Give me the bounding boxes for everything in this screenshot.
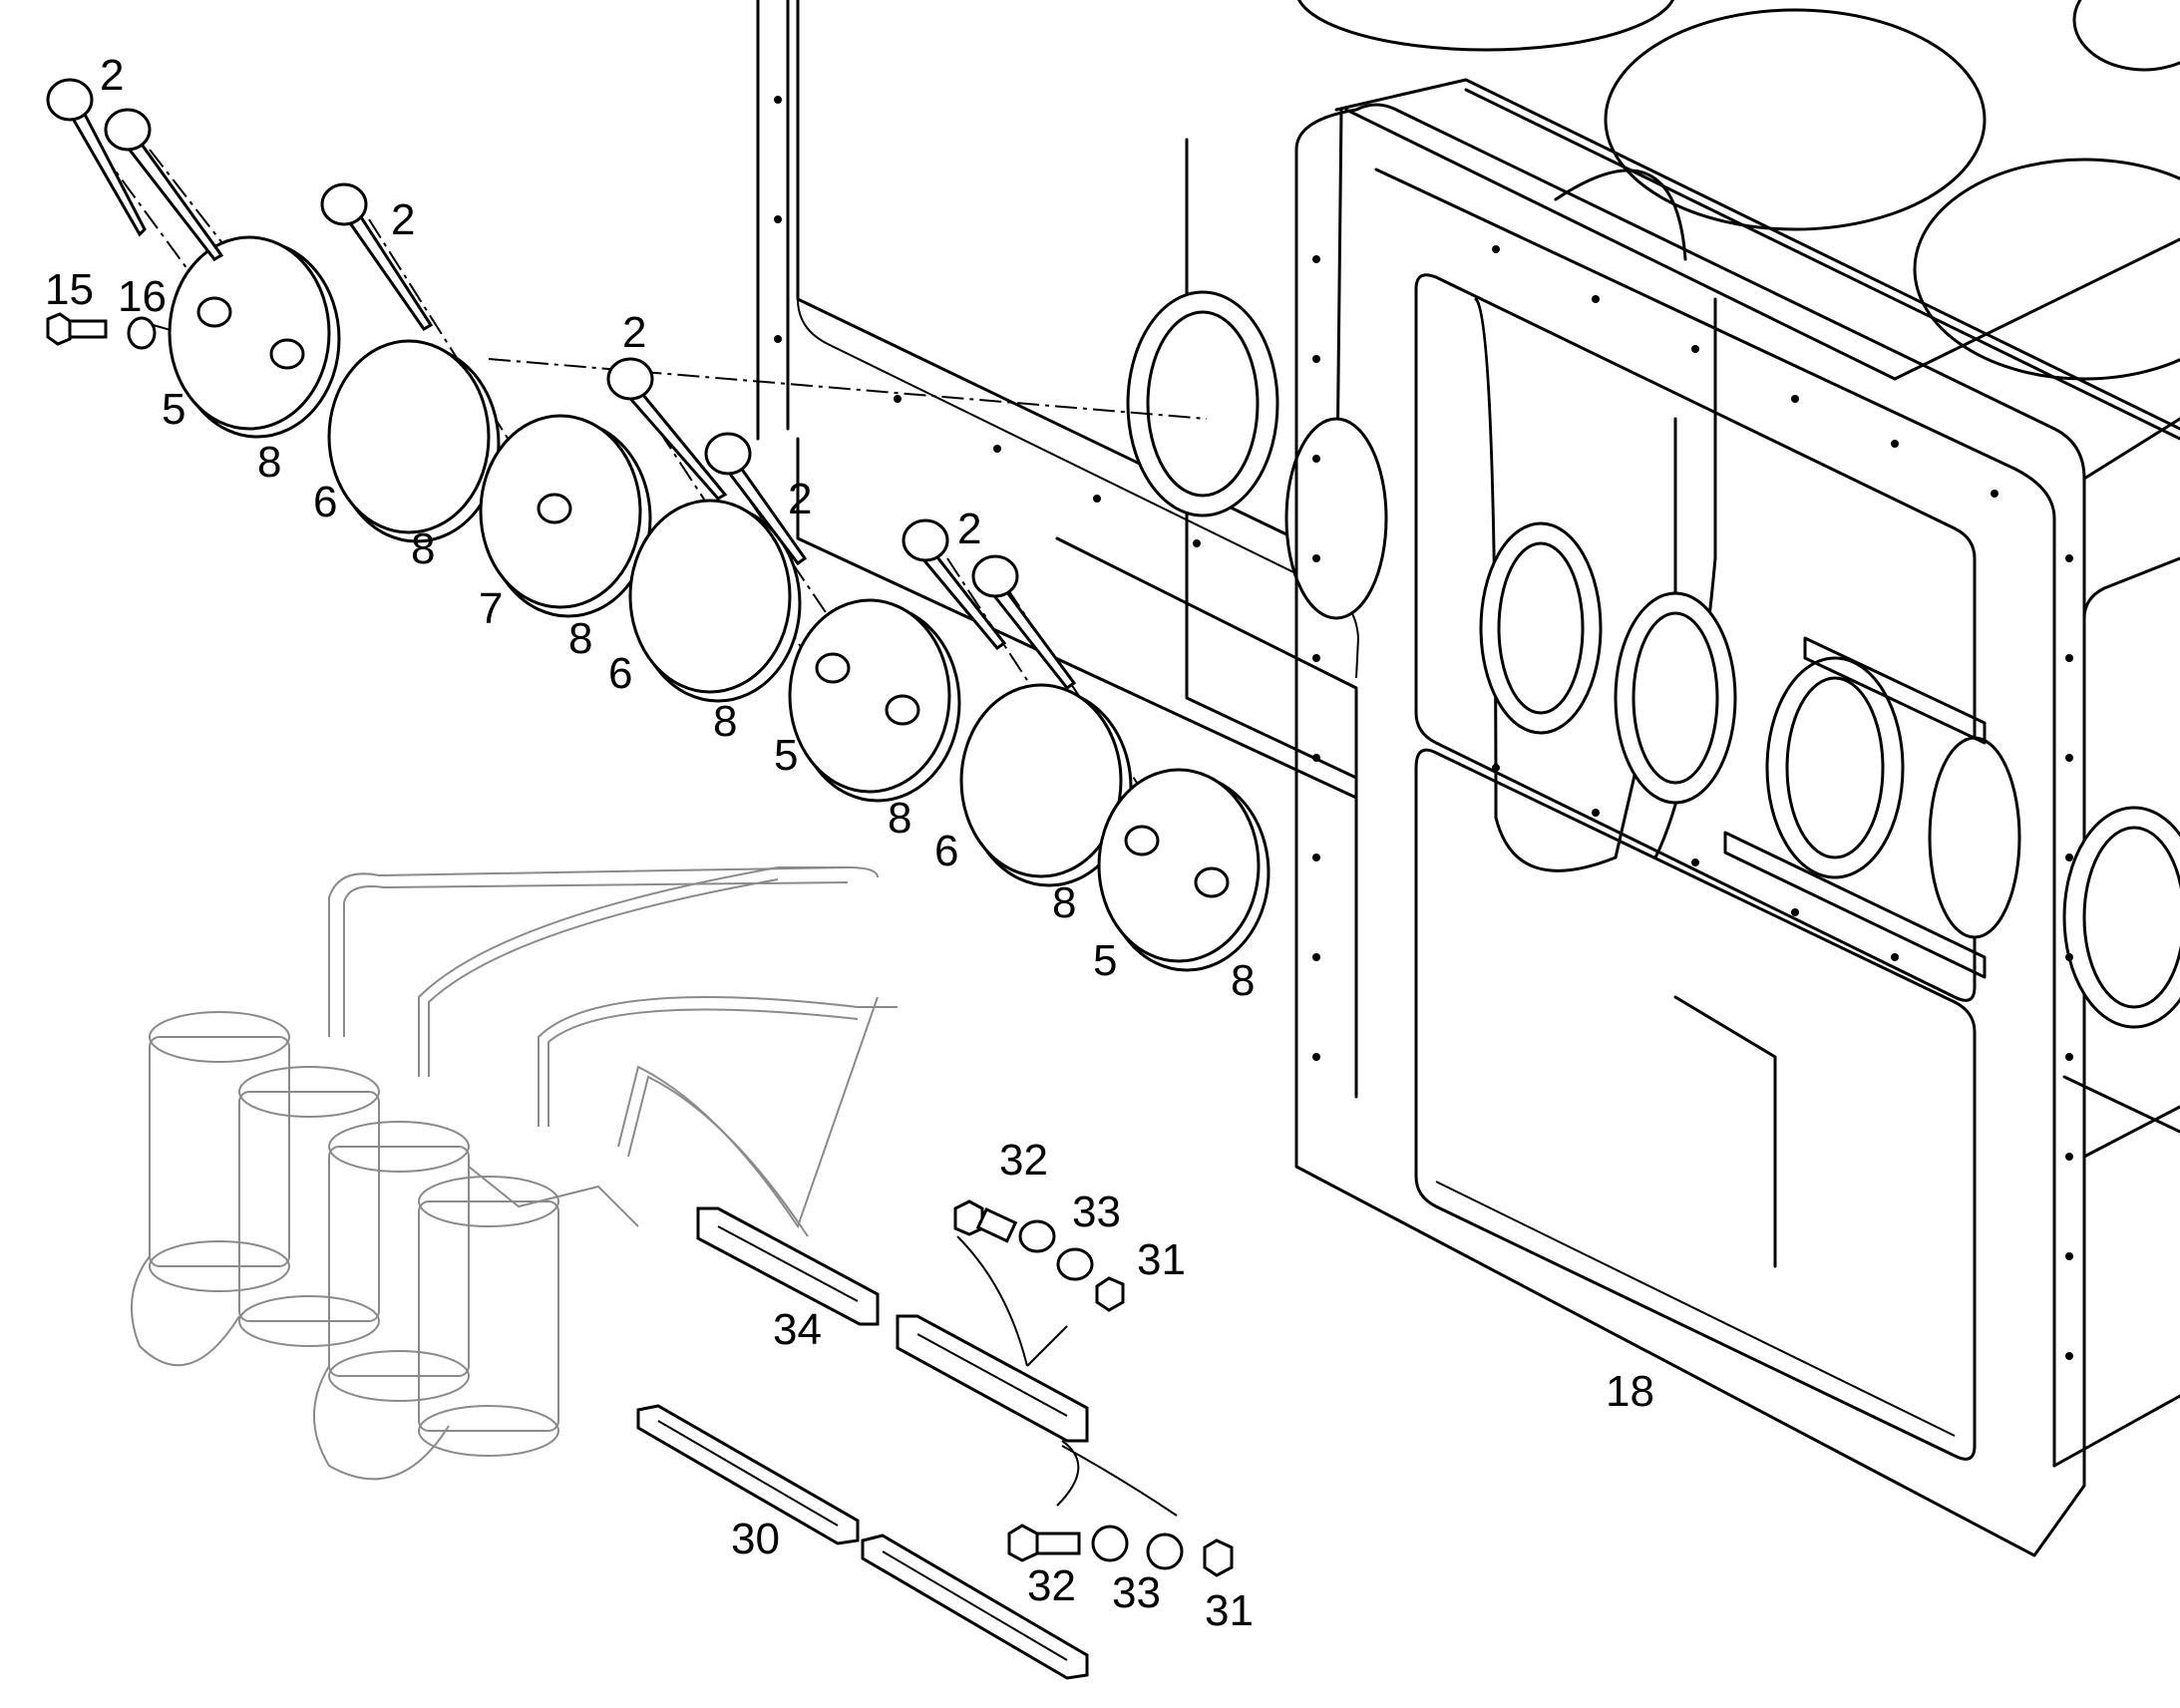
callout-8: 8	[713, 697, 737, 746]
callout-5: 5	[1093, 936, 1117, 985]
rail-34b	[896, 1314, 1089, 1443]
callout-32: 32	[1027, 1561, 1076, 1610]
callout-2: 2	[622, 308, 646, 357]
callout-8: 8	[1231, 956, 1255, 1005]
callout-2: 2	[788, 475, 812, 523]
fastener-set-lower	[1007, 1440, 1234, 1577]
callout-8: 8	[411, 524, 435, 573]
callout-18: 18	[1606, 1367, 1654, 1416]
cover-plates	[168, 235, 1271, 972]
callout-5: 5	[162, 385, 185, 434]
washer-16	[127, 316, 157, 350]
callout-31: 31	[1205, 1586, 1254, 1635]
fastener-set-upper	[953, 1199, 1125, 1367]
callout-2: 2	[957, 505, 981, 553]
rail-30b	[861, 1534, 1089, 1680]
callout-7: 7	[479, 584, 503, 633]
rivet-holes	[774, 96, 2073, 1360]
callout-2: 2	[391, 195, 415, 244]
callout-30: 30	[731, 1515, 780, 1563]
callout-6: 6	[608, 649, 632, 698]
level-plugs	[46, 78, 1077, 691]
callout-8: 8	[1052, 878, 1076, 927]
callout-16: 16	[118, 272, 167, 321]
callout-8: 8	[257, 438, 281, 487]
callout-5: 5	[774, 731, 798, 780]
callout-33: 33	[1112, 1568, 1161, 1617]
callout-33: 33	[1072, 1188, 1121, 1236]
rail-34	[696, 1206, 880, 1326]
callout-31: 31	[1137, 1235, 1186, 1284]
housing-frame	[756, 0, 2180, 1557]
callout-34: 34	[773, 1305, 822, 1354]
callout-8: 8	[568, 614, 592, 663]
callout-8: 8	[888, 794, 911, 843]
callouts: 2 2 2 2 2 15 16 5 8 6 8 7 8 6 8 5 8 6 8 …	[45, 51, 1654, 1635]
callout-2: 2	[100, 51, 124, 100]
rail-30	[636, 1404, 860, 1545]
callout-6: 6	[313, 478, 337, 526]
callout-32: 32	[999, 1136, 1048, 1185]
callout-15: 15	[45, 265, 94, 314]
callout-6: 6	[934, 827, 958, 875]
bolt-15	[46, 312, 108, 346]
filter-hose-assembly	[131, 865, 898, 1481]
